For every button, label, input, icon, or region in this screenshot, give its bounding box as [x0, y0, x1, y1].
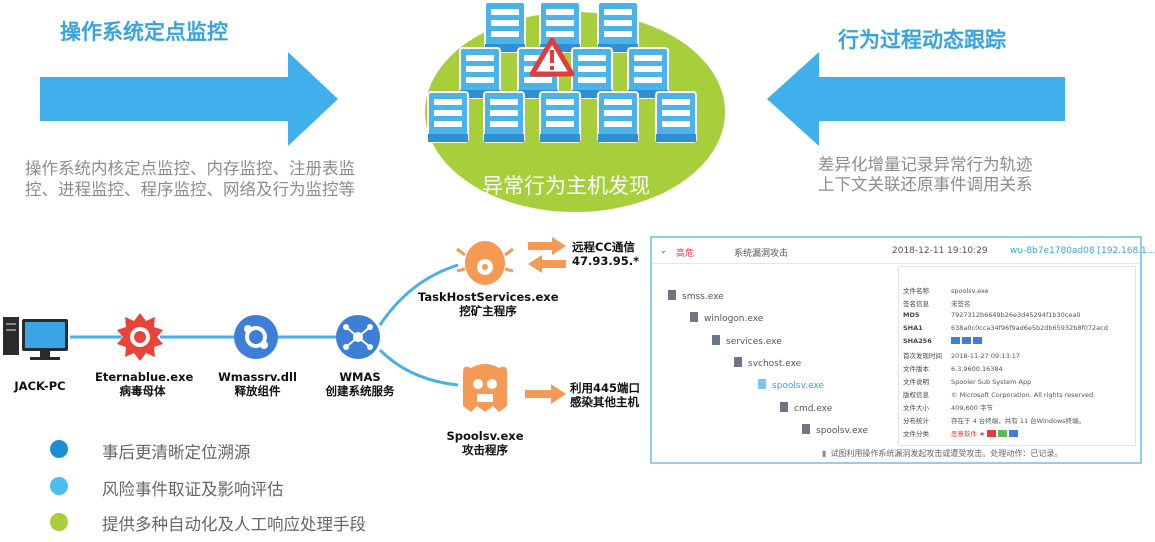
right-title: 行为过程动态跟踪 — [838, 28, 1006, 52]
link-icon — [973, 337, 982, 344]
chevron-down-icon[interactable]: ⌄ — [660, 246, 667, 255]
tree-node[interactable]: services.exe — [712, 335, 782, 347]
alert-host-link[interactable]: wu-8b7e1780ad08 [192.168.1... — [1010, 246, 1155, 256]
lock-icon: ▮ — [822, 449, 827, 458]
tree-node[interactable]: svchost.exe — [734, 357, 801, 369]
search-icon — [962, 337, 971, 344]
right-desc-line2: 上下文关联还原事件调用关系 — [818, 175, 1033, 194]
miner-bug-icon — [456, 241, 514, 285]
file-icon — [734, 357, 742, 367]
right-desc-line1: 差异化增量记录异常行为轨迹 — [818, 155, 1033, 174]
info-row: 版权信息© Microsoft Corporation. All rights … — [903, 391, 1096, 399]
virus-icon — [117, 313, 163, 361]
warning-icon — [529, 37, 575, 77]
file-icon — [712, 335, 720, 345]
copy-icon — [951, 337, 960, 344]
flag-icon — [986, 430, 996, 437]
bullet-text-2: 风险事件取证及影响评估 — [102, 480, 284, 499]
tree-node[interactable]: winlogon.exe — [690, 312, 763, 324]
infect-arrow-icon — [525, 384, 566, 404]
left-desc-line2: 控、进程监控、程序监控、网络及行为监控等 — [25, 180, 355, 199]
tree-node-selected[interactable]: spoolsv.exe — [758, 379, 824, 391]
file-icon — [690, 312, 698, 322]
attack-chain — [3, 237, 566, 412]
left-title: 操作系统定点监控 — [60, 20, 228, 44]
jack-pc-label: JACK-PC — [14, 379, 66, 393]
bullet-dot-2 — [50, 477, 68, 495]
check-icon — [997, 430, 1007, 437]
question-icon — [1008, 430, 1018, 437]
alert-footer: ▮试图利用操作系统漏洞发起攻击或遭受攻击。处理动作：已记录。 — [822, 449, 1063, 458]
info-row: 文件分类恶意软件 ★ — [903, 428, 1020, 438]
server-cluster — [425, 1, 725, 212]
alert-detail-panel: ⌄ 高危 系统漏洞攻击 2018-12-11 19:10:29 wu-8b7e1… — [650, 236, 1155, 464]
tree-node[interactable]: smss.exe — [668, 290, 724, 302]
alert-type: 系统漏洞攻击 — [734, 249, 789, 259]
left-arrow-icon — [767, 52, 1065, 146]
bullet-text-1: 事后更清晰定位溯源 — [102, 443, 251, 462]
attacker-monster-icon — [463, 364, 507, 412]
file-icon — [668, 290, 676, 300]
connector-taskhost — [378, 263, 459, 326]
service-network-icon — [336, 315, 380, 359]
alert-header-row[interactable]: ⌄ 高危 系统漏洞攻击 2018-12-11 19:10:29 wu-8b7e1… — [652, 238, 1155, 264]
component-gear-icon — [234, 315, 278, 359]
alert-level: 高危 — [676, 249, 695, 259]
star-icon: ★ — [979, 430, 985, 438]
info-row: 签名信息未签名 — [903, 300, 971, 308]
bidirectional-arrow-icon — [528, 237, 566, 273]
file-icon — [758, 379, 766, 389]
center-caption: 异常行为主机发现 — [482, 174, 650, 198]
computer-icon — [3, 317, 68, 360]
right-arrow-icon — [40, 52, 338, 146]
tree-node[interactable]: spoolsv.exe — [802, 424, 868, 436]
left-desc-line1: 操作系统内核定点监控、内存监控、注册表监 — [25, 159, 355, 178]
file-icon — [780, 402, 788, 412]
connector-spoolsv — [378, 348, 459, 387]
info-row: 分布统计存在于 4 台终端，共有 11 台Windows终端。 — [903, 417, 1086, 425]
bullet-dot-3 — [50, 513, 68, 531]
bullet-text-3: 提供多种自动化及人工响应处理手段 — [102, 515, 366, 534]
file-icon — [802, 424, 810, 434]
bullet-dot-1 — [50, 440, 68, 458]
infect-label: 利用445端口感染其他主机 — [570, 381, 641, 409]
alert-time: 2018-12-11 19:10:29 — [892, 246, 988, 256]
tree-node[interactable]: cmd.exe — [780, 402, 832, 414]
info-row: SHA256 — [903, 337, 984, 345]
